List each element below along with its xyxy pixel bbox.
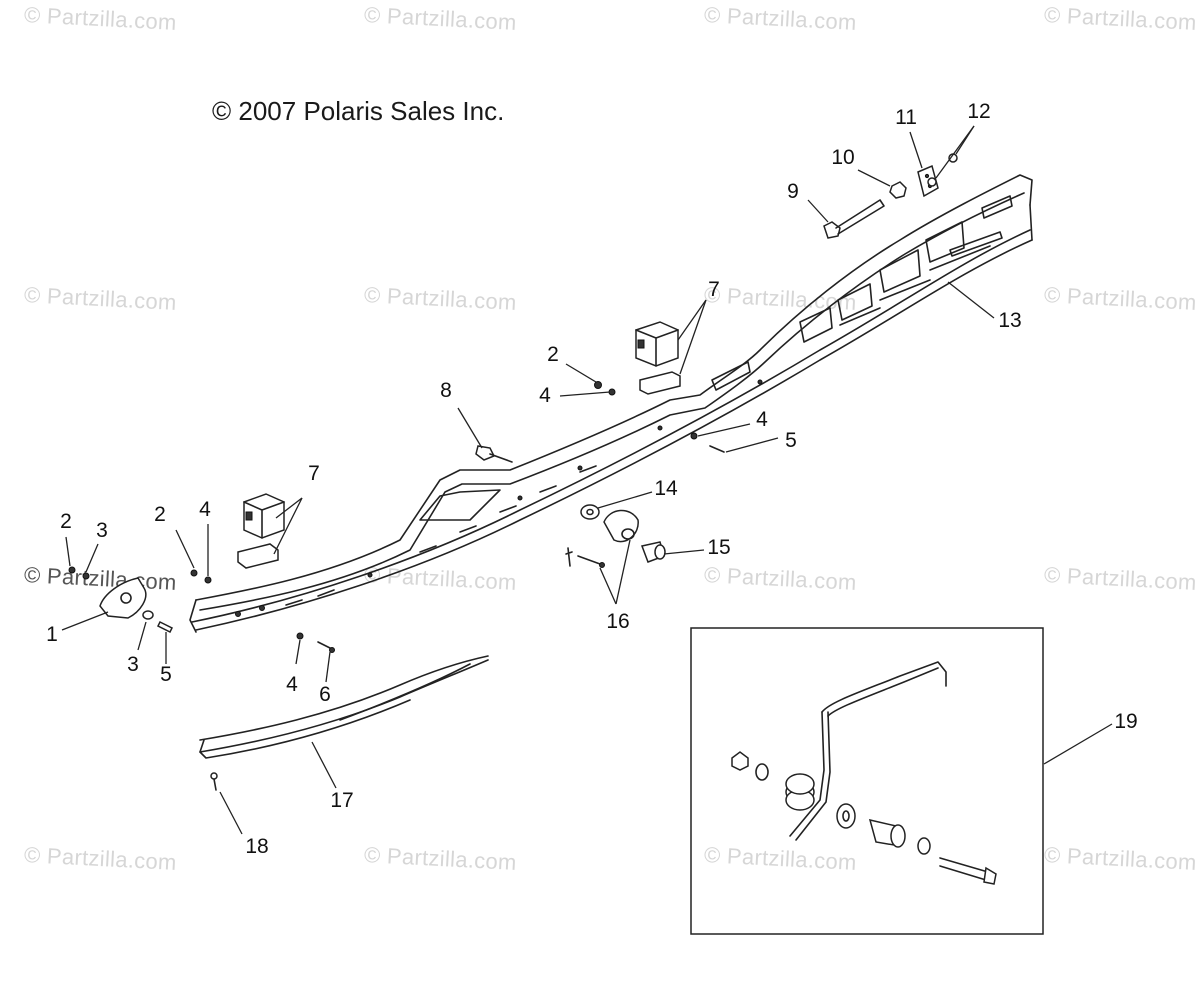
callout-9: 9 (787, 180, 799, 203)
bushing (640, 541, 666, 563)
callout-2: 2 (547, 343, 559, 366)
callout-7: 7 (308, 462, 320, 485)
callout-15: 15 (707, 536, 731, 559)
callout-2: 2 (154, 503, 166, 526)
callout-17: 17 (330, 789, 354, 812)
copyright-notice: © 2007 Polaris Sales Inc. (212, 96, 505, 126)
callout-3: 3 (96, 519, 108, 542)
callout-10: 10 (831, 146, 855, 169)
saddle-block (635, 321, 681, 395)
callout-4: 4 (199, 498, 211, 521)
callout-14: 14 (654, 477, 678, 500)
callout-1: 1 (46, 623, 58, 646)
pin (565, 547, 605, 568)
callout-2: 2 (60, 510, 72, 533)
callout-13: 13 (998, 309, 1022, 332)
callout-5: 5 (785, 429, 797, 452)
callout-6: 6 (319, 683, 331, 706)
ski-skag (199, 655, 489, 759)
callout-8: 8 (440, 379, 452, 402)
bolt (475, 445, 513, 463)
screw (210, 772, 218, 791)
nut (889, 181, 907, 199)
callout-19: 19 (1114, 710, 1138, 733)
ski-rail (189, 174, 1033, 633)
leader-lines (61, 125, 1113, 835)
callout-12: 12 (967, 100, 991, 123)
callout-11: 11 (895, 106, 917, 129)
callout-5: 5 (160, 663, 172, 686)
callout-18: 18 (245, 835, 269, 858)
screw (927, 153, 958, 187)
saddle-block (237, 493, 285, 569)
callout-7: 7 (708, 278, 720, 301)
washer (580, 504, 600, 520)
callout-4: 4 (539, 384, 551, 407)
callout-4: 4 (756, 408, 768, 431)
ski-tip (99, 577, 147, 619)
bolt (823, 199, 885, 239)
callout-3: 3 (127, 653, 139, 676)
spring-assembly (731, 661, 997, 885)
callout-16: 16 (606, 610, 630, 633)
spindle-knob (603, 509, 639, 543)
inset-box (690, 627, 1044, 935)
hardware (68, 381, 725, 653)
callout-4: 4 (286, 673, 298, 696)
